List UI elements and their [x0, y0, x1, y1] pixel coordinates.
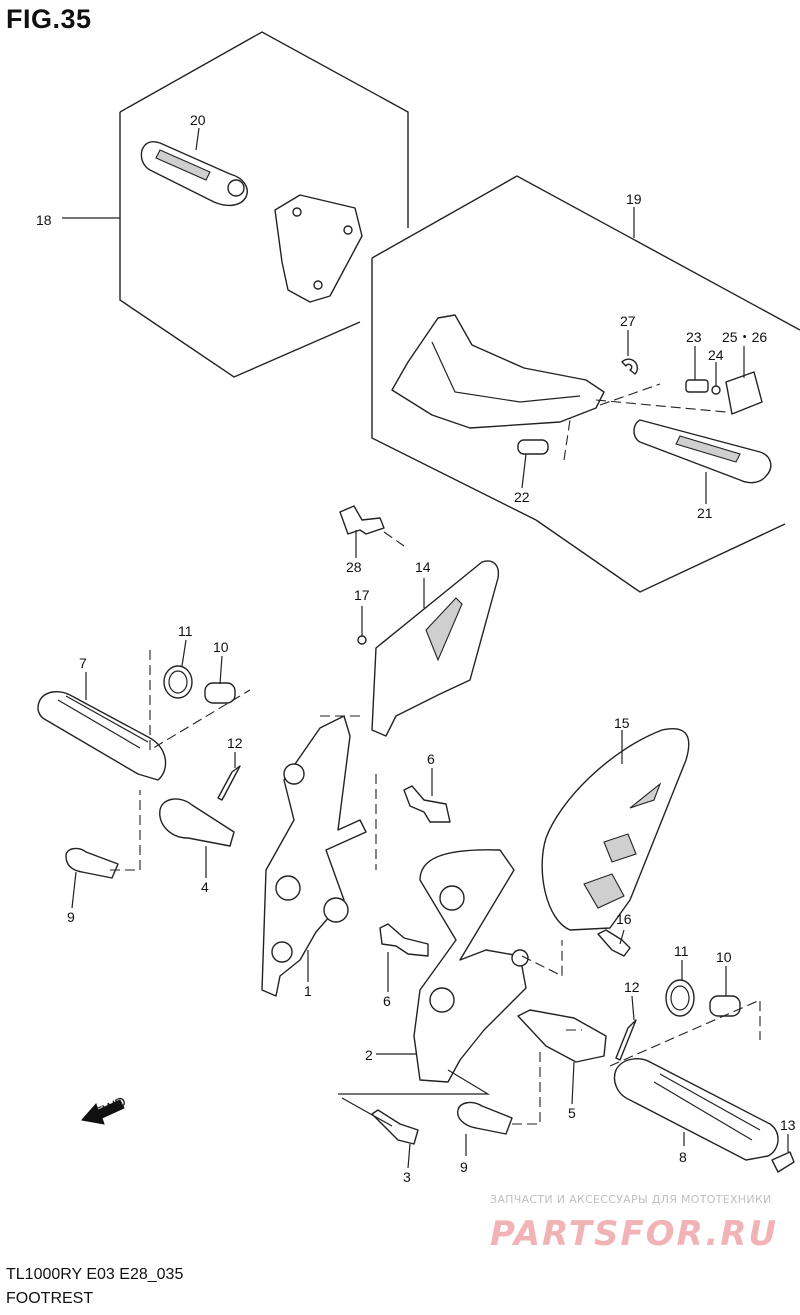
- callout-20: 20: [190, 112, 206, 128]
- callout-10-left: 10: [213, 639, 229, 655]
- kit-outline-19: [371, 175, 800, 593]
- watermark-brand: PARTSFOR.RU: [490, 1214, 779, 1254]
- heel-guard-15: [541, 728, 690, 931]
- heel-guard-14: [371, 560, 500, 737]
- cotter-pin-12-left: [217, 765, 241, 801]
- callout-10-right: 10: [716, 949, 732, 965]
- callout-7: 7: [79, 655, 87, 671]
- callout-21: 21: [697, 505, 713, 521]
- callout-8: 8: [679, 1149, 687, 1165]
- collar-10-left: [204, 682, 236, 704]
- pin-9-right: [457, 1101, 513, 1135]
- callout-9-left: 9: [67, 909, 75, 925]
- ball-24: [711, 385, 721, 395]
- callout-1: 1: [304, 983, 312, 999]
- pivot-5: [517, 1009, 607, 1063]
- callout-12-left: 12: [227, 735, 243, 751]
- callout-6-lower: 6: [383, 993, 391, 1009]
- rear-footrest-bracket-20: [274, 194, 363, 303]
- callout-23: 23: [686, 329, 702, 345]
- footrest-bracket-2: [413, 849, 529, 1083]
- callout-11-left: 11: [178, 623, 193, 639]
- circlip-27: [621, 358, 639, 375]
- model-code: TL1000RY E03 E28_035: [6, 1266, 184, 1283]
- washer-17: [357, 635, 367, 645]
- callout-3: 3: [403, 1169, 411, 1185]
- cotter-pin-12-right: [615, 1019, 637, 1061]
- callout-14: 14: [415, 559, 431, 575]
- bolt-6-upper: [403, 785, 451, 823]
- pin-9-left: [65, 847, 119, 879]
- bolt-13: [771, 1151, 795, 1173]
- footrest-part-7: [37, 691, 167, 781]
- kit-outline-18: [119, 31, 409, 378]
- spring-23: [685, 379, 709, 393]
- callout-9-right: 9: [460, 1159, 468, 1175]
- callout-2: 2: [365, 1047, 373, 1063]
- plate-25-26: [725, 371, 763, 415]
- screw-16: [597, 929, 631, 957]
- callout-22: 22: [514, 489, 530, 505]
- footrest-bracket-assembly: [391, 314, 605, 429]
- callout-27: 27: [620, 313, 636, 329]
- collar-10-right: [709, 995, 741, 1017]
- footrest-part-8: [613, 1058, 779, 1161]
- callout-17: 17: [354, 587, 370, 603]
- pivot-pin-22: [517, 439, 549, 455]
- bolt-6-lower: [379, 923, 429, 957]
- watermark-tagline: ЗАПЧАСТИ И АКСЕССУАРЫ ДЛЯ МОТОТЕХНИКИ: [490, 1193, 772, 1206]
- section-name: FOOTREST: [6, 1290, 94, 1307]
- callout-labels: 18 20 19 27 23 24 25・26 22 21 28 17 14 1…: [36, 112, 796, 1185]
- callout-18: 18: [36, 212, 52, 228]
- callout-5: 5: [568, 1105, 576, 1121]
- callout-16: 16: [616, 911, 632, 927]
- rear-footrest-part-20: [140, 141, 248, 207]
- spring-11-right: [665, 979, 695, 1017]
- callout-19: 19: [626, 191, 642, 207]
- callout-24: 24: [708, 347, 724, 363]
- figure-title: FIG.35: [6, 4, 92, 34]
- spring-11-left: [163, 665, 193, 699]
- callout-4: 4: [201, 879, 209, 895]
- leader-lines: [62, 127, 789, 1169]
- footrest-part-21: [633, 419, 772, 484]
- callout-11-right: 11: [674, 943, 689, 959]
- footrest-bracket-1: [261, 715, 367, 997]
- bolt-28: [339, 505, 385, 535]
- callout-12-right: 12: [624, 979, 640, 995]
- callout-28: 28: [346, 559, 362, 575]
- callout-6-upper: 6: [427, 751, 435, 767]
- fwd-label: FWD: [93, 1093, 129, 1121]
- callout-25-26: 25・26: [722, 329, 767, 345]
- forward-arrow-icon: FWD: [81, 1093, 129, 1125]
- callout-15: 15: [614, 715, 630, 731]
- pivot-4: [159, 798, 235, 847]
- bolt-3: [371, 1109, 419, 1145]
- callout-13: 13: [780, 1117, 796, 1133]
